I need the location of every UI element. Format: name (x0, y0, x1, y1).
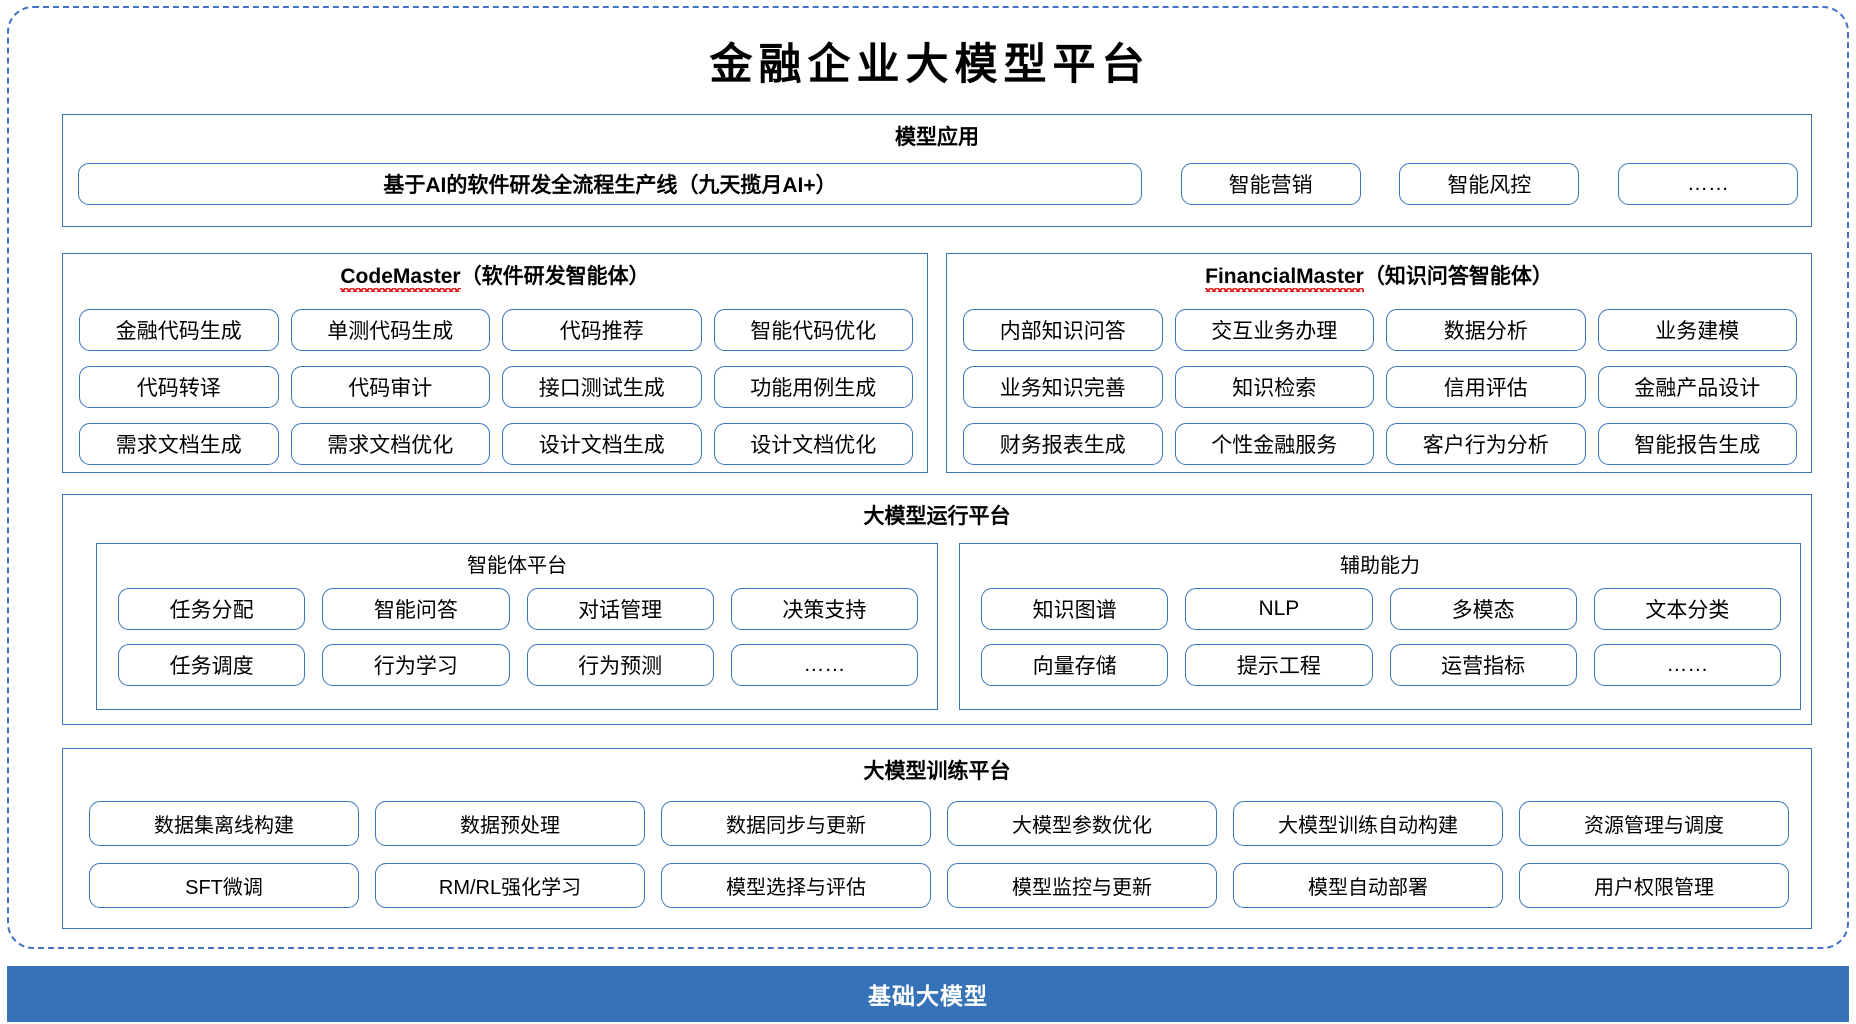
cap-customer-behavior-analysis[interactable]: 客户行为分析 (1386, 423, 1586, 465)
cap-design-doc-gen[interactable]: 设计文档生成 (502, 423, 702, 465)
financialmaster-capability-grid: 内部知识问答 交互业务办理 数据分析 业务建模 业务知识完善 知识检索 信用评估… (963, 309, 1797, 465)
auxiliary-capability-heading: 辅助能力 (1340, 555, 1420, 577)
model-application-heading: 模型应用 (895, 126, 979, 149)
cap-model-monitor-update[interactable]: 模型监控与更新 (947, 863, 1217, 908)
cap-financial-product-design[interactable]: 金融产品设计 (1597, 366, 1797, 408)
page-title: 金融企业大模型平台 (709, 40, 1151, 90)
cap-knowledge-retrieval[interactable]: 知识检索 (1174, 366, 1374, 408)
cap-task-scheduling[interactable]: 任务调度 (118, 644, 306, 686)
runtime-platform-heading: 大模型运行平台 (863, 505, 1011, 528)
cap-api-test-gen[interactable]: 接口测试生成 (502, 366, 702, 408)
cap-business-modeling[interactable]: 业务建模 (1597, 309, 1797, 351)
cap-smart-report-gen[interactable]: 智能报告生成 (1597, 423, 1797, 465)
cap-credit-assessment[interactable]: 信用评估 (1386, 366, 1586, 408)
agent-platform-row-1: 任务分配 智能问答 对话管理 决策支持 (118, 588, 918, 630)
codemaster-row-2: 代码转译 代码审计 接口测试生成 功能用例生成 (79, 366, 913, 408)
cap-data-analysis[interactable]: 数据分析 (1386, 309, 1586, 351)
codemaster-heading: CodeMaster（软件研发智能体） (63, 265, 927, 292)
auxiliary-row-1: 知识图谱 NLP 多模态 文本分类 (981, 588, 1781, 630)
cap-nlp[interactable]: NLP (1185, 588, 1373, 630)
agent-platform-row-2: 任务调度 行为学习 行为预测 …… (118, 644, 918, 686)
codemaster-name-en: CodeMaster (340, 265, 461, 292)
training-row-1: 数据集离线构建 数据预处理 数据同步与更新 大模型参数优化 大模型训练自动构建 … (89, 801, 1789, 846)
cap-text-classification[interactable]: 文本分类 (1593, 588, 1781, 630)
cap-sft-finetune[interactable]: SFT微调 (89, 863, 359, 908)
cap-personalized-finance-service[interactable]: 个性金融服务 (1174, 423, 1374, 465)
cap-behavior-learning[interactable]: 行为学习 (322, 644, 510, 686)
app-item-smart-marketing[interactable]: 智能营销 (1180, 163, 1361, 205)
app-item-ai-pipeline[interactable]: 基于AI的软件研发全流程生产线（九天揽月AI+） (78, 163, 1142, 205)
cap-model-auto-deploy[interactable]: 模型自动部署 (1233, 863, 1503, 908)
cap-user-permission-mgmt[interactable]: 用户权限管理 (1519, 863, 1789, 908)
app-item-more[interactable]: …… (1617, 163, 1798, 205)
training-row-2: SFT微调 RM/RL强化学习 模型选择与评估 模型监控与更新 模型自动部署 用… (89, 863, 1789, 908)
financialmaster-name-en: FinancialMaster (1205, 265, 1364, 292)
codemaster-row-1: 金融代码生成 单测代码生成 代码推荐 智能代码优化 (79, 309, 913, 351)
cap-decision-support[interactable]: 决策支持 (730, 588, 918, 630)
cap-behavior-prediction[interactable]: 行为预测 (526, 644, 714, 686)
cap-code-transpile[interactable]: 代码转译 (79, 366, 279, 408)
cap-dialog-management[interactable]: 对话管理 (526, 588, 714, 630)
training-platform-grid: 数据集离线构建 数据预处理 数据同步与更新 大模型参数优化 大模型训练自动构建 … (89, 801, 1789, 908)
cap-smart-code-optimize[interactable]: 智能代码优化 (713, 309, 913, 351)
cap-data-sync-update[interactable]: 数据同步与更新 (661, 801, 931, 846)
auxiliary-capability-grid: 知识图谱 NLP 多模态 文本分类 向量存储 提示工程 运营指标 …… (981, 588, 1781, 686)
codemaster-panel: CodeMaster（软件研发智能体） 金融代码生成 单测代码生成 代码推荐 智… (62, 253, 928, 473)
cap-agent-platform-more[interactable]: …… (730, 644, 918, 686)
cap-unittest-code-gen[interactable]: 单测代码生成 (290, 309, 490, 351)
financialmaster-heading: FinancialMaster（知识问答智能体） (947, 265, 1811, 292)
cap-design-doc-optimize[interactable]: 设计文档优化 (713, 423, 913, 465)
cap-resource-mgmt-scheduling[interactable]: 资源管理与调度 (1519, 801, 1789, 846)
cap-requirement-doc-gen[interactable]: 需求文档生成 (79, 423, 279, 465)
training-platform-panel: 大模型训练平台 数据集离线构建 数据预处理 数据同步与更新 大模型参数优化 大模… (62, 748, 1812, 929)
financialmaster-panel: FinancialMaster（知识问答智能体） 内部知识问答 交互业务办理 数… (946, 253, 1812, 473)
cap-dataset-offline-build[interactable]: 数据集离线构建 (89, 801, 359, 846)
cap-model-select-eval[interactable]: 模型选择与评估 (661, 863, 931, 908)
codemaster-capability-grid: 金融代码生成 单测代码生成 代码推荐 智能代码优化 代码转译 代码审计 接口测试… (79, 309, 913, 465)
cap-smart-qa[interactable]: 智能问答 (322, 588, 510, 630)
cap-requirement-doc-optimize[interactable]: 需求文档优化 (290, 423, 490, 465)
agent-platform-grid: 任务分配 智能问答 对话管理 决策支持 任务调度 行为学习 行为预测 …… (118, 588, 918, 686)
auxiliary-row-2: 向量存储 提示工程 运营指标 …… (981, 644, 1781, 686)
cap-code-recommend[interactable]: 代码推荐 (502, 309, 702, 351)
agent-platform-heading: 智能体平台 (467, 555, 567, 577)
cap-internal-knowledge-qa[interactable]: 内部知识问答 (963, 309, 1163, 351)
platform-outer-frame: 金融企业大模型平台 模型应用 基于AI的软件研发全流程生产线（九天揽月AI+） … (7, 6, 1849, 949)
cap-operation-metrics[interactable]: 运营指标 (1389, 644, 1577, 686)
cap-task-assignment[interactable]: 任务分配 (118, 588, 306, 630)
base-model-bar: 基础大模型 (7, 966, 1849, 1022)
financialmaster-name-cn: （知识问答智能体） (1363, 265, 1553, 288)
cap-knowledge-graph[interactable]: 知识图谱 (981, 588, 1169, 630)
cap-finance-code-gen[interactable]: 金融代码生成 (79, 309, 279, 351)
codemaster-row-3: 需求文档生成 需求文档优化 设计文档生成 设计文档优化 (79, 423, 913, 465)
financialmaster-row-2: 业务知识完善 知识检索 信用评估 金融产品设计 (963, 366, 1797, 408)
cap-model-param-optimize[interactable]: 大模型参数优化 (947, 801, 1217, 846)
cap-financial-report-gen[interactable]: 财务报表生成 (963, 423, 1163, 465)
cap-interactive-business[interactable]: 交互业务办理 (1174, 309, 1374, 351)
cap-data-preprocess[interactable]: 数据预处理 (375, 801, 645, 846)
cap-code-audit[interactable]: 代码审计 (290, 366, 490, 408)
model-application-items: 基于AI的软件研发全流程生产线（九天揽月AI+） 智能营销 智能风控 …… (78, 163, 1798, 205)
cap-auxiliary-more[interactable]: …… (1593, 644, 1781, 686)
training-platform-heading: 大模型训练平台 (863, 760, 1011, 783)
cap-vector-store[interactable]: 向量存储 (981, 644, 1169, 686)
cap-rm-rl-learning[interactable]: RM/RL强化学习 (375, 863, 645, 908)
codemaster-name-cn: （软件研发智能体） (460, 265, 650, 288)
app-item-smart-risk-control[interactable]: 智能风控 (1399, 163, 1580, 205)
auxiliary-capability-subpanel: 辅助能力 知识图谱 NLP 多模态 文本分类 向量存储 提示工程 运营指标 …… (959, 543, 1801, 710)
financialmaster-row-1: 内部知识问答 交互业务办理 数据分析 业务建模 (963, 309, 1797, 351)
agent-platform-subpanel: 智能体平台 任务分配 智能问答 对话管理 决策支持 任务调度 行为学习 行为预测… (96, 543, 938, 710)
cap-feature-case-gen[interactable]: 功能用例生成 (713, 366, 913, 408)
cap-prompt-engineering[interactable]: 提示工程 (1185, 644, 1373, 686)
cap-business-knowledge-improve[interactable]: 业务知识完善 (963, 366, 1163, 408)
model-application-panel: 模型应用 基于AI的软件研发全流程生产线（九天揽月AI+） 智能营销 智能风控 … (62, 114, 1812, 227)
cap-multimodal[interactable]: 多模态 (1389, 588, 1577, 630)
cap-training-auto-build[interactable]: 大模型训练自动构建 (1233, 801, 1503, 846)
runtime-platform-panel: 大模型运行平台 智能体平台 任务分配 智能问答 对话管理 决策支持 任务调度 行… (62, 494, 1812, 725)
financialmaster-row-3: 财务报表生成 个性金融服务 客户行为分析 智能报告生成 (963, 423, 1797, 465)
